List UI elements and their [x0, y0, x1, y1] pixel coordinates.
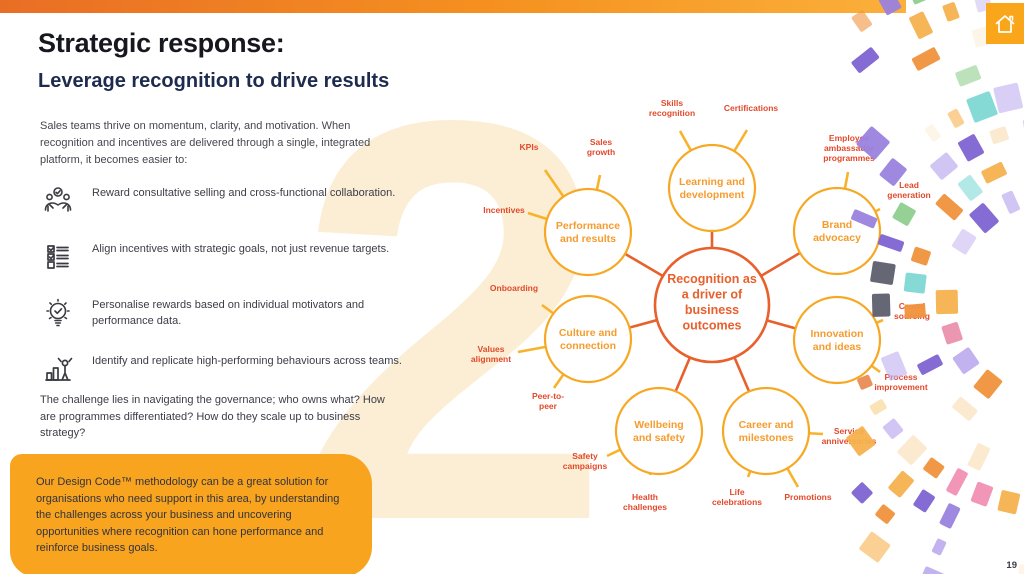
collaboration-icon	[40, 183, 76, 219]
spoke-label-incentives: Incentives	[483, 205, 525, 215]
bullet-item: Identify and replicate high-performing b…	[40, 351, 420, 387]
page-number: 19	[1006, 560, 1017, 571]
center-circle	[653, 246, 771, 364]
challenge-text: The challenge lies in navigating the gov…	[40, 394, 385, 439]
node-circle-career	[721, 386, 811, 476]
checklist-icon	[40, 239, 76, 275]
node-circle-performance	[543, 187, 633, 277]
bullet-item: Align incentives with strategic goals, n…	[40, 239, 420, 275]
bullet-item: Reward consultative selling and cross-fu…	[40, 183, 420, 219]
spoke-label-promotions: Promotions	[784, 492, 831, 502]
node-circle-innovation	[792, 295, 882, 385]
home-icon	[995, 14, 1015, 33]
bullet-list: Reward consultative selling and cross-fu…	[40, 183, 420, 407]
growth-icon	[40, 351, 76, 387]
spoke-label-onboarding: Onboarding	[490, 283, 538, 293]
node-circle-culture	[543, 294, 633, 384]
home-button[interactable]	[986, 3, 1024, 44]
bullet-text: Personalise rewards based on individual …	[92, 299, 365, 327]
lightbulb-icon	[40, 295, 76, 331]
spoke-label-certifications: Certifications	[724, 103, 779, 113]
bullet-text: Reward consultative selling and cross-fu…	[92, 187, 396, 199]
spoke-label-kpis: KPIs	[520, 142, 539, 152]
callout-text: Our Design Code™ methodology can be a gr…	[36, 476, 340, 554]
bullet-item: Personalise rewards based on individual …	[40, 295, 420, 331]
bullet-text: Identify and replicate high-performing b…	[92, 355, 402, 367]
page-title: Strategic response:	[38, 28, 285, 58]
page-subtitle: Leverage recognition to drive results	[38, 70, 390, 92]
callout-box: Our Design Code™ methodology can be a gr…	[10, 454, 372, 574]
bullet-text: Align incentives with strategic goals, n…	[92, 243, 390, 255]
spoke-label-peer-to-: Peer-to-peer	[532, 391, 564, 411]
node-circle-brand	[792, 186, 882, 276]
top-accent-bar	[0, 0, 906, 13]
node-circle-wellbeing	[614, 386, 704, 476]
node-circle-learning	[667, 143, 757, 233]
intro-text: Sales teams thrive on momentum, clarity,…	[40, 120, 371, 167]
